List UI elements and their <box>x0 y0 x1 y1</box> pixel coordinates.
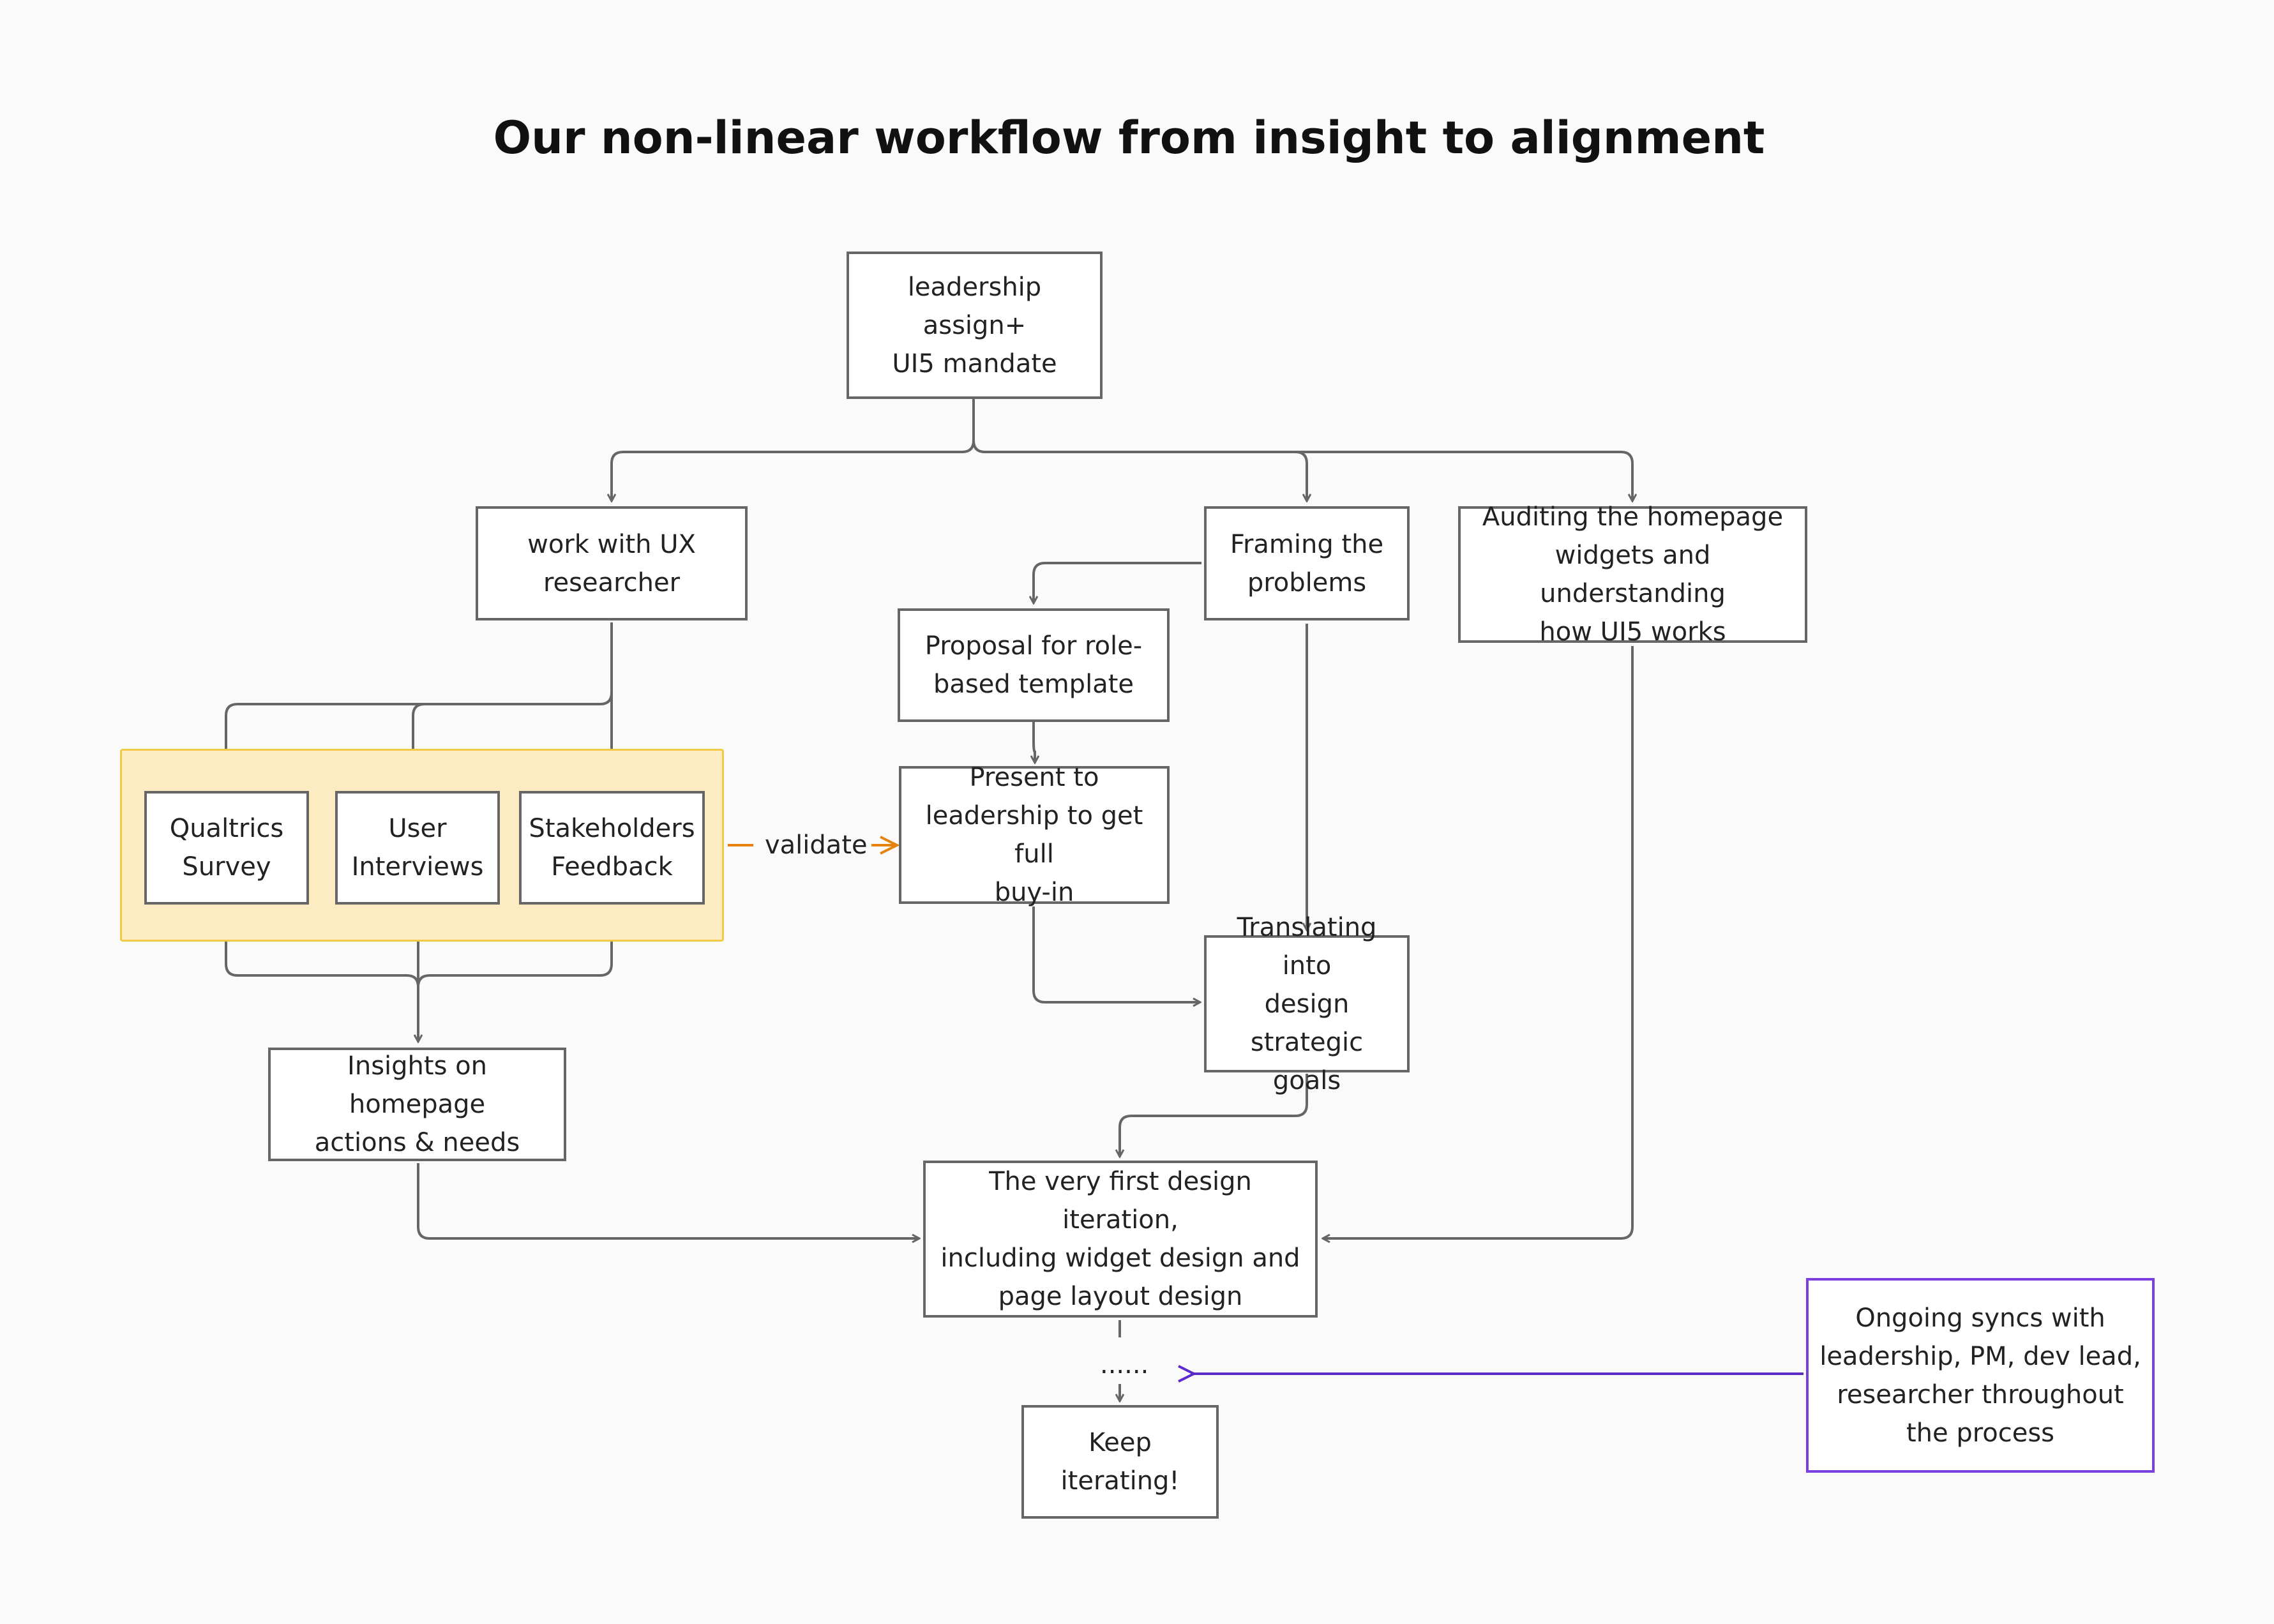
validate-label: validate <box>765 831 868 860</box>
node-keep-iterating: Keep iterating! <box>1021 1405 1219 1519</box>
edge-ux-to-qualtrics <box>226 692 613 785</box>
node-proposal: Proposal for role-based template <box>898 608 1170 722</box>
node-leadership-assign: leadership assign+UI5 mandate <box>847 252 1103 399</box>
edge-leadership-to-ux <box>612 399 975 501</box>
edge-leadership-to-framing <box>972 440 1307 501</box>
edge-ux-to-user-interviews <box>413 703 425 785</box>
edge-qualtrics-to-insights <box>225 908 419 988</box>
node-first-iteration: The very first design iteration,includin… <box>923 1161 1318 1318</box>
edge-insights-to-iteration <box>417 1163 919 1238</box>
edge-auditing-to-iteration <box>1323 646 1634 1238</box>
edge-stakeholders-to-insights <box>417 908 613 988</box>
ellipsis-connector: ...... <box>1100 1350 1149 1380</box>
edge-framing-to-proposal <box>1034 562 1201 603</box>
diagram-title: Our non-linear workflow from insight to … <box>493 112 1765 164</box>
edge-leadership-to-auditing <box>1295 451 1632 501</box>
edge-proposal-to-present <box>1034 722 1035 763</box>
edge-translating-to-iteration <box>1120 1074 1308 1157</box>
edge-present-to-translating <box>1032 906 1200 1002</box>
